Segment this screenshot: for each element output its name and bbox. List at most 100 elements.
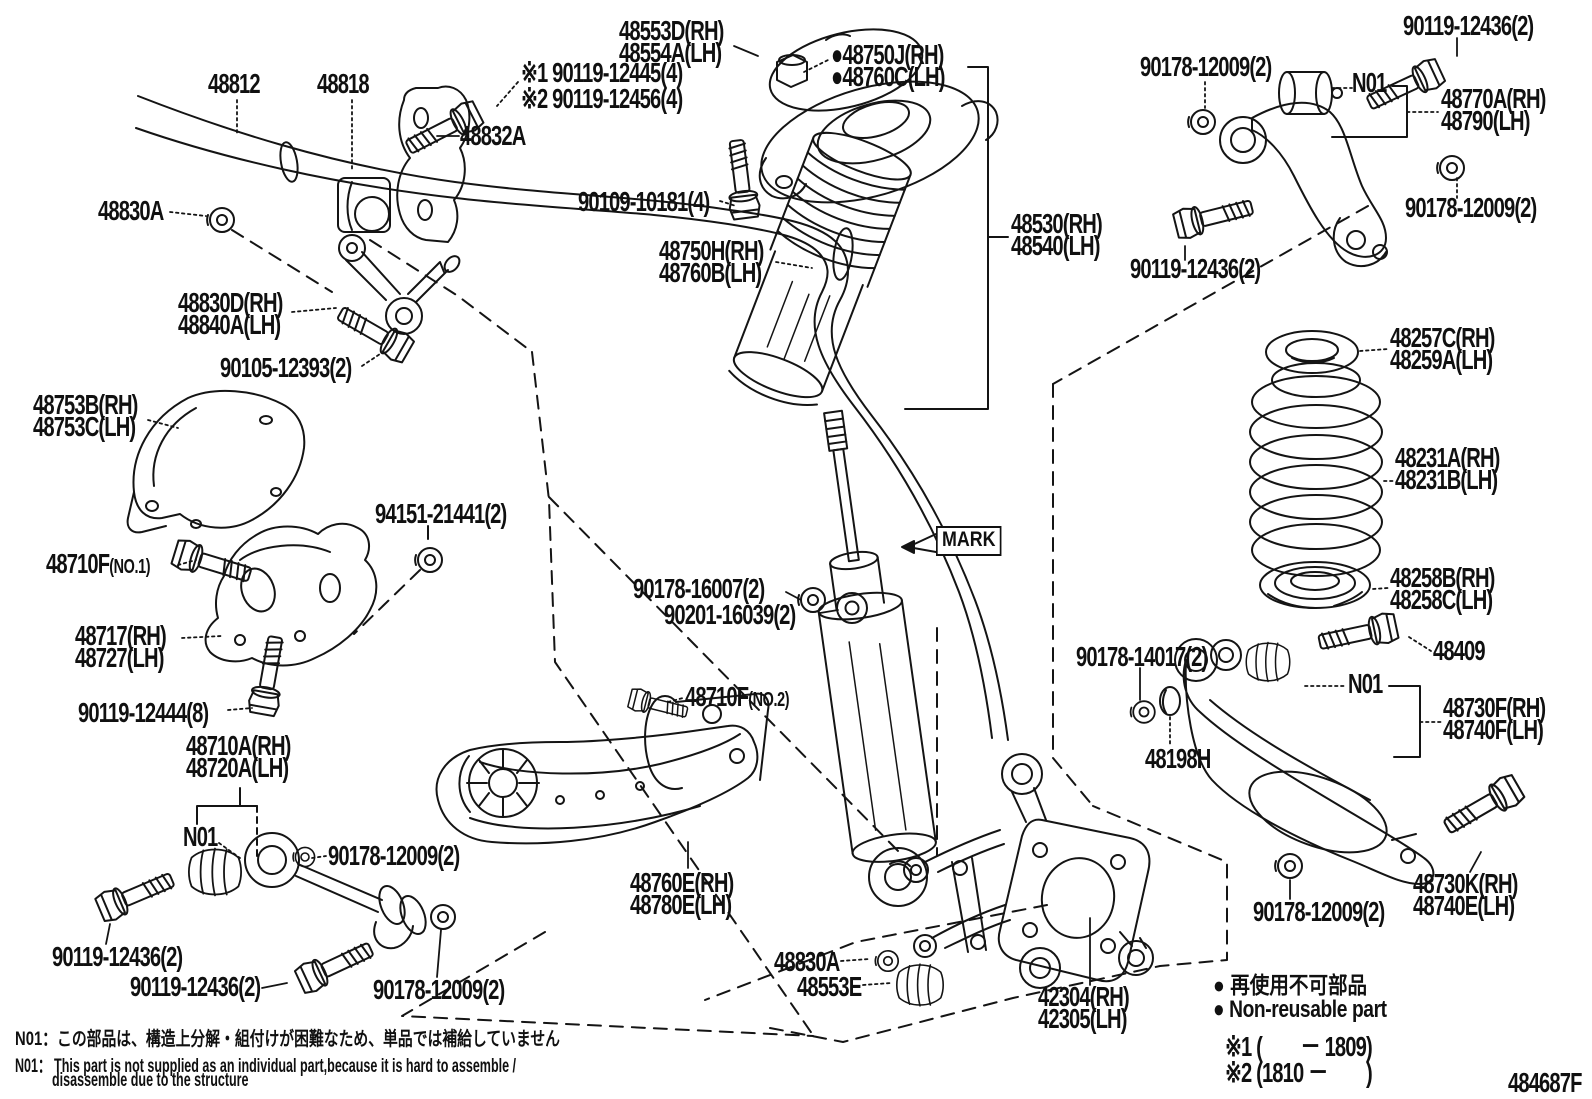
label-48832A: 48832A bbox=[460, 120, 526, 151]
label-90178-12009-ur: 90178-12009(2) bbox=[1405, 192, 1537, 223]
stopper-48198H-art bbox=[1159, 686, 1181, 716]
label-48750H: 48750H(RH) 48760B(LH) bbox=[659, 235, 764, 288]
legend-non-reusable-jp: ● 再使用不可部品 bbox=[1213, 972, 1368, 998]
mark-callout-box: MARK bbox=[936, 526, 1002, 556]
label-48770A: 48770A(RH) 48790(LH) bbox=[1441, 83, 1546, 136]
nut-94151-art bbox=[414, 547, 443, 573]
label-48710A: 48710A(RH) 48720A(LH) bbox=[186, 730, 291, 783]
bolt-90119-ur-art bbox=[1171, 191, 1257, 242]
leader-lines bbox=[147, 59, 1458, 986]
label-48812: 48812 bbox=[208, 68, 261, 99]
spring-upper-seat-art bbox=[1265, 330, 1359, 374]
label-90178-12009-ll2: 90178-12009(2) bbox=[373, 974, 505, 1005]
nut-90178-br-art bbox=[1274, 853, 1303, 879]
nut-90178-ul-art bbox=[1187, 109, 1216, 135]
label-48818: 48818 bbox=[317, 68, 370, 99]
label-90201-16039: 90201-16039(2) bbox=[664, 599, 796, 630]
bushing-48553E-art bbox=[895, 963, 945, 1007]
label-48710F-no2: 48710F(NO.2) bbox=[685, 681, 790, 712]
bolt-90119-ll1-art bbox=[93, 864, 179, 925]
dashed-reference-lines bbox=[231, 205, 1369, 1043]
label-90119-12444: 90119-12444(8) bbox=[78, 697, 209, 728]
stabilizer-bracket-art bbox=[396, 85, 471, 243]
coil-spring-art bbox=[1249, 362, 1383, 577]
label-90119-12436-tr: 90119-12436(2) bbox=[1403, 10, 1534, 41]
shock-absorber-art bbox=[817, 409, 937, 907]
label-48830D: 48830D(RH) 48840A(LH) bbox=[178, 287, 283, 340]
label-48231A: 48231A(RH) 48231B(LH) bbox=[1395, 442, 1500, 495]
label-48530: 48530(RH) 48540(LH) bbox=[1011, 208, 1103, 261]
label-90109-10181: 90109-10181(4) bbox=[578, 186, 710, 217]
note-period-2: ※2 (1810 － ) bbox=[1225, 1057, 1373, 1088]
footer-note-jp: N01：この部品は、構造上分解・組付けが困難なため、単品では補給していません bbox=[15, 1029, 561, 1050]
label-48750J: ●48750J(RH) ●48760C(LH) bbox=[831, 39, 945, 92]
nut-90178-14017-art bbox=[1129, 700, 1156, 724]
stabilizer-bushing-art bbox=[337, 177, 391, 233]
bolt-90119-12444-art bbox=[246, 633, 292, 718]
label-90178-16007: 90178-16007(2) bbox=[633, 573, 765, 604]
rod-assembly-art bbox=[187, 832, 456, 950]
label-90178-12009-ul: 90178-12009(2) bbox=[1140, 51, 1272, 82]
label-N01-lower-left: N01 bbox=[183, 821, 218, 852]
label-94151-21441: 94151-21441(2) bbox=[375, 498, 507, 529]
label-42304: 42304(RH) 42305(LH) bbox=[1038, 981, 1130, 1034]
label-N01-lower-right: N01 bbox=[1348, 668, 1383, 699]
nut-90178-16007-art bbox=[797, 587, 826, 613]
label-90178-14017: 90178-14017(2) bbox=[1076, 641, 1208, 672]
label-48717: 48717(RH) 48727(LH) bbox=[75, 620, 167, 673]
label-48553E: 48553E bbox=[797, 971, 862, 1002]
label-48830A-top: 48830A bbox=[98, 195, 164, 226]
label-90119-12445: ※1 90119-12445(4) bbox=[521, 57, 683, 88]
rod-group-bracket bbox=[196, 787, 258, 859]
bolt-48409-art bbox=[1315, 610, 1401, 658]
legend-non-reusable-en: ● Non-reusable part bbox=[1213, 996, 1387, 1023]
doc-code: 484687F bbox=[1508, 1067, 1582, 1098]
label-48730F: 48730F(RH) 48740F(LH) bbox=[1443, 692, 1546, 745]
upper-arm-art bbox=[1219, 101, 1388, 268]
label-48753B: 48753B(RH) 48753C(LH) bbox=[33, 389, 138, 442]
nut-48830A-art bbox=[206, 207, 235, 233]
label-90119-12456: ※2 90119-12456(4) bbox=[521, 83, 683, 114]
label-90119-12436-ll2: 90119-12436(2) bbox=[130, 971, 261, 1002]
label-48258B: 48258B(RH) 48258C(LH) bbox=[1390, 562, 1495, 615]
footer-note-en2: disassemble due to the structure bbox=[52, 1070, 249, 1091]
cover-art bbox=[126, 389, 306, 534]
label-48830A-bot: 48830A bbox=[774, 946, 840, 977]
footer-note-en: N01： This part is not supplied as an ind… bbox=[15, 1056, 517, 1077]
bump-stop-art bbox=[1245, 641, 1291, 683]
bolt-48710F-no2-art bbox=[626, 686, 691, 724]
nut-48830A-bot-art bbox=[874, 949, 900, 973]
label-90105-12393: 90105-12393(2) bbox=[220, 352, 352, 383]
lower-arm-art bbox=[1174, 638, 1435, 885]
support-cap-art bbox=[768, 28, 924, 112]
label-48710F-no1: 48710F(NO.1) bbox=[46, 548, 151, 579]
note-period-1: ※1 ( － 1809) bbox=[1225, 1031, 1373, 1062]
label-48760E: 48760E(RH) 48780E(LH) bbox=[630, 867, 734, 920]
lower-arm-bracket-line bbox=[1388, 685, 1421, 758]
label-90119-12436-ll1: 90119-12436(2) bbox=[52, 941, 183, 972]
label-48198H: 48198H bbox=[1145, 743, 1211, 774]
stabilizer-link-art bbox=[338, 234, 461, 335]
shock-group-bracket bbox=[904, 66, 1009, 410]
label-48409: 48409 bbox=[1433, 635, 1486, 666]
nut-90178-ur-art bbox=[1436, 155, 1465, 181]
upper-arm-bushing-art bbox=[1278, 71, 1343, 115]
label-90119-12436-ur: 90119-12436(2) bbox=[1130, 253, 1261, 284]
spring-lower-seat-art bbox=[1259, 561, 1371, 609]
shock-support-art bbox=[728, 80, 999, 407]
knuckle-art bbox=[903, 753, 1154, 989]
label-48257C: 48257C(RH) 48259A(LH) bbox=[1390, 322, 1495, 375]
leader-lines-solid bbox=[105, 37, 1482, 989]
trailing-arm-art bbox=[435, 692, 770, 845]
support-bracket-art bbox=[204, 522, 378, 667]
label-48553D: 48553D(RH) 48554A(LH) bbox=[619, 15, 724, 68]
bolt-48730K-art bbox=[1438, 771, 1527, 842]
label-90178-12009-ml: 90178-12009(2) bbox=[328, 840, 460, 871]
label-48730K: 48730K(RH) 48740E(LH) bbox=[1413, 868, 1518, 921]
bolt-90119-ll2-art bbox=[292, 934, 379, 997]
mark-arrow bbox=[901, 533, 937, 554]
support-nut-art bbox=[776, 54, 808, 88]
label-N01-upper: N01 bbox=[1352, 67, 1387, 98]
